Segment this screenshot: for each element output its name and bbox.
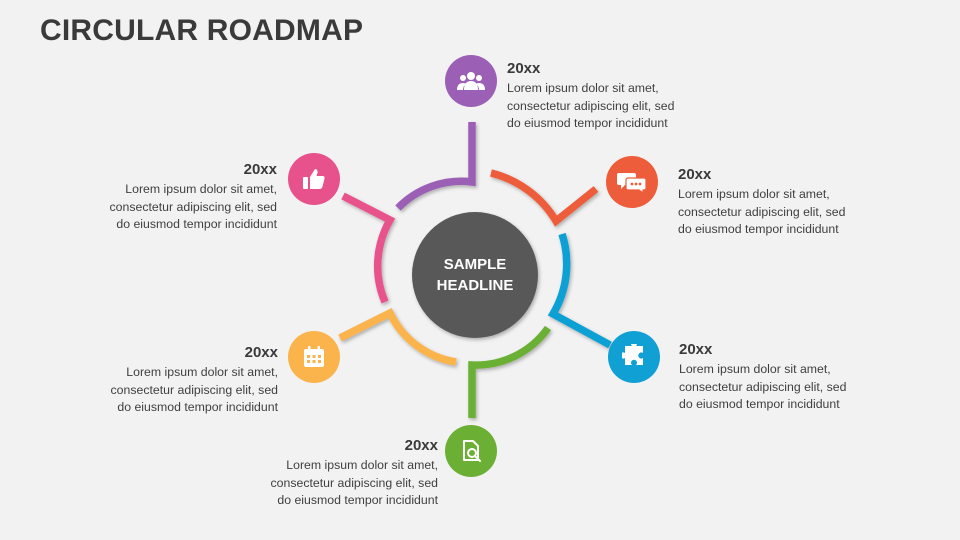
milestone-year: 20xx xyxy=(678,166,712,183)
milestone-description: Lorem ipsum dolor sit amet, consectetur … xyxy=(270,458,438,507)
milestone-year: 20xx xyxy=(507,60,541,77)
segment-pink xyxy=(341,192,396,304)
segment-purple xyxy=(395,122,476,211)
milestone-pink: 20xx Lorem ipsum dolor sit amet, consect… xyxy=(77,161,277,234)
milestone-blue: 20xx Lorem ipsum dolor sit amet, consect… xyxy=(679,341,879,414)
milestone-blue-badge xyxy=(608,331,660,383)
thumbs-up-icon xyxy=(303,169,325,189)
puzzle-icon xyxy=(622,344,643,365)
team-icon xyxy=(457,72,485,90)
milestone-orange-badge xyxy=(606,156,658,208)
calendar-icon xyxy=(304,346,324,367)
center-headline: SAMPLE HEADLINE xyxy=(412,212,538,338)
milestone-description: Lorem ipsum dolor sit amet, consectetur … xyxy=(109,182,277,231)
center-headline-line2: HEADLINE xyxy=(436,277,514,294)
milestone-year: 20xx xyxy=(679,341,713,358)
segment-orange xyxy=(490,169,599,227)
segment-blue xyxy=(547,232,612,349)
milestone-green-badge xyxy=(445,425,497,477)
milestone-yellow-badge xyxy=(288,331,340,383)
milestone-description: Lorem ipsum dolor sit amet, consectetur … xyxy=(679,362,847,411)
center-headline-line1: SAMPLE xyxy=(443,256,507,273)
segment-yellow xyxy=(338,307,457,366)
center-circle xyxy=(412,212,538,338)
milestone-year: 20xx xyxy=(243,161,277,178)
document-search-icon xyxy=(463,440,481,462)
chat-icon xyxy=(617,173,647,194)
milestone-purple-badge xyxy=(445,55,497,107)
milestone-purple: 20xx Lorem ipsum dolor sit amet, consect… xyxy=(507,60,707,133)
milestone-description: Lorem ipsum dolor sit amet, consectetur … xyxy=(678,187,846,236)
ring-segments xyxy=(338,122,612,418)
milestone-pink-badge xyxy=(288,153,340,205)
milestone-green: 20xx Lorem ipsum dolor sit amet, consect… xyxy=(238,437,438,510)
milestone-year: 20xx xyxy=(244,344,278,361)
milestone-yellow: 20xx Lorem ipsum dolor sit amet, consect… xyxy=(78,344,278,417)
milestone-orange: 20xx Lorem ipsum dolor sit amet, consect… xyxy=(678,166,878,239)
milestone-year: 20xx xyxy=(404,437,438,454)
milestone-description: Lorem ipsum dolor sit amet, consectetur … xyxy=(110,365,278,414)
milestone-description: Lorem ipsum dolor sit amet, consectetur … xyxy=(507,81,675,130)
segment-green xyxy=(468,325,552,418)
slide-title: CIRCULAR ROADMAP xyxy=(40,14,364,47)
